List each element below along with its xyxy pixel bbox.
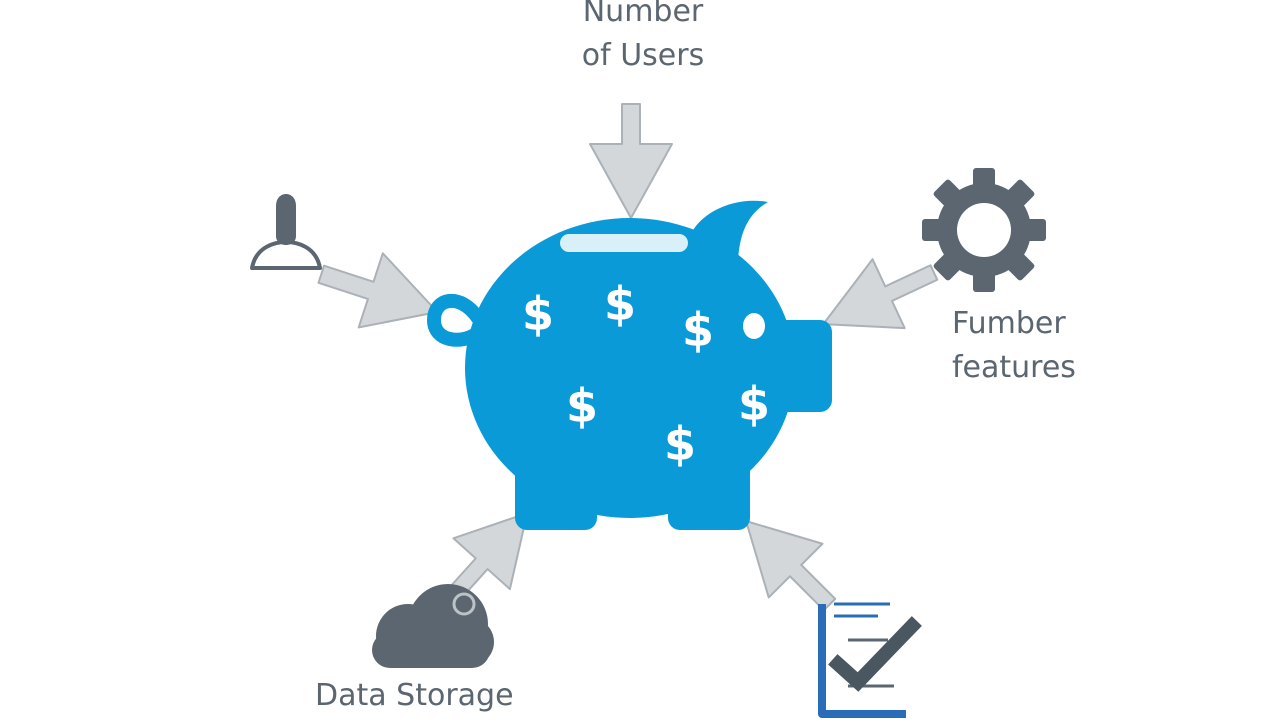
arrow-top	[589, 103, 673, 219]
user-icon	[250, 194, 322, 270]
piggy-bank-icon	[426, 200, 832, 530]
dollar-sign: $	[682, 303, 714, 357]
label-line: Fumber	[952, 306, 1066, 341]
dollar-sign: $	[522, 287, 554, 341]
checklist-icon	[818, 602, 922, 718]
dollar-sign: $	[566, 379, 598, 433]
dollar-sign: $	[738, 377, 770, 431]
label-features: Fumber features	[952, 302, 1076, 390]
label-number-of-users: Number of Users	[570, 0, 716, 78]
dollar-sign: $	[604, 277, 636, 331]
arrow-left	[317, 252, 439, 329]
label-line: Number	[582, 0, 704, 29]
label-line: of Users	[581, 38, 705, 73]
gear-icon	[922, 168, 1046, 292]
cloud-icon	[372, 584, 494, 668]
dollar-sign: $	[664, 417, 696, 471]
label-data-storage: Data Storage	[315, 678, 514, 713]
dollar-signs: $ $ $ $ $ $	[522, 277, 770, 471]
arrow-right	[822, 258, 939, 330]
label-line: features	[952, 350, 1076, 385]
